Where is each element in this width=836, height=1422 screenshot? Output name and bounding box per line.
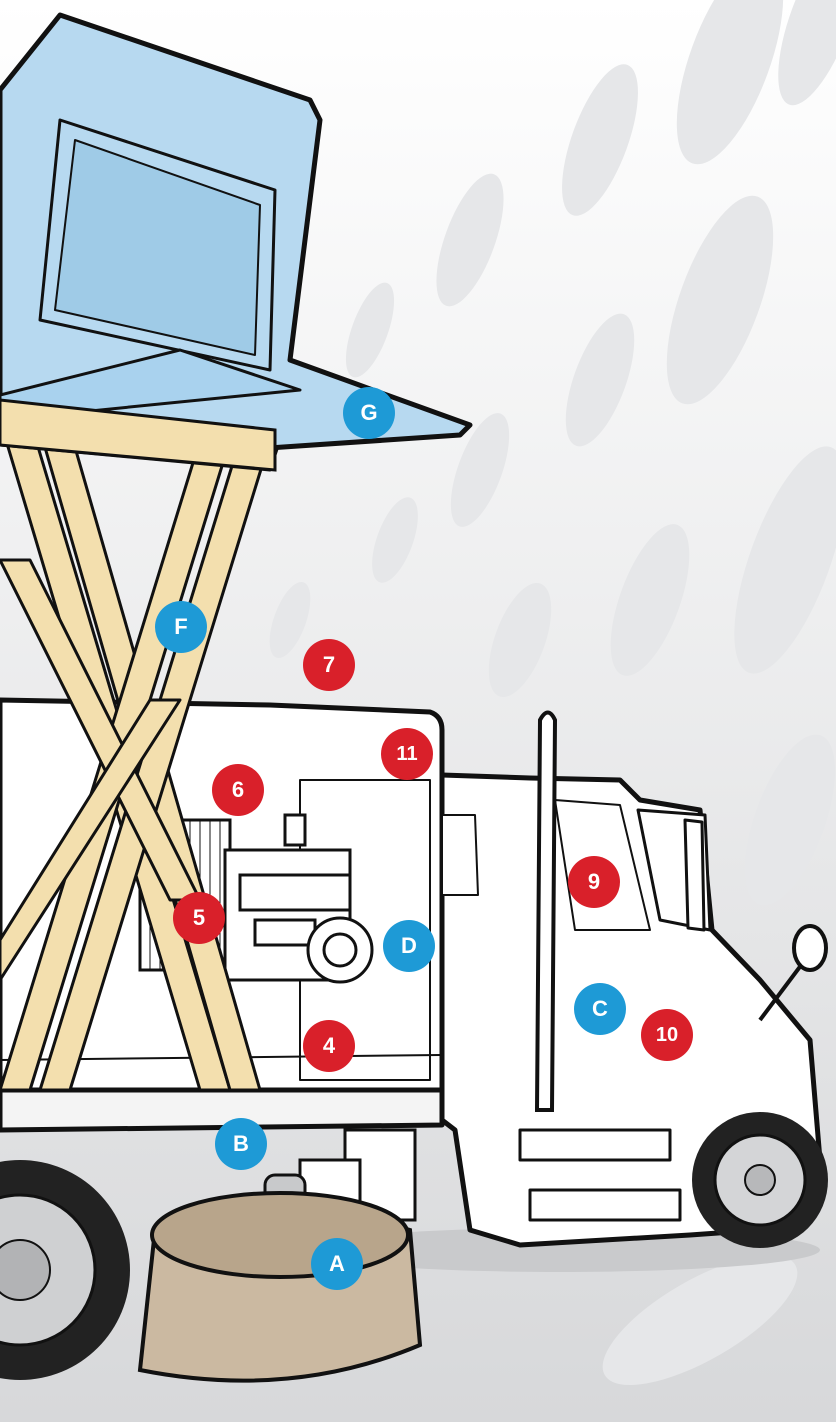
marker-f: F: [155, 601, 207, 653]
marker-c: C: [574, 983, 626, 1035]
hopper: [0, 12, 473, 453]
marker-7: 7: [303, 639, 355, 691]
spray-droplets: [269, 0, 836, 1385]
front-wheel: [692, 1112, 828, 1248]
ground-shadow: [300, 1228, 820, 1272]
exhaust-stack: [534, 710, 558, 1112]
marker-4: 4: [303, 1020, 355, 1072]
marker-6: 6: [212, 764, 264, 816]
rear-wheel: [0, 1160, 130, 1380]
marker-d: D: [383, 920, 435, 972]
marker-b: B: [215, 1118, 267, 1170]
side-brush-top: [150, 1191, 410, 1279]
marker-a: A: [311, 1238, 363, 1290]
marker-9: 9: [568, 856, 620, 908]
marker-5: 5: [173, 892, 225, 944]
side-mirror: [758, 924, 828, 1022]
marker-g: G: [343, 387, 395, 439]
hopper-mount: [0, 398, 277, 472]
marker-10: 10: [641, 1009, 693, 1061]
marker-11: 11: [381, 728, 433, 780]
